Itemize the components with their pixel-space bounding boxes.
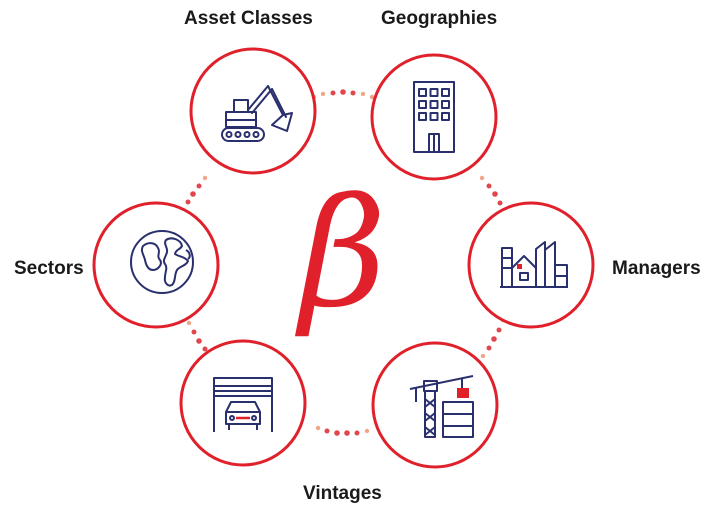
node-vintages <box>371 341 499 469</box>
node-sectors <box>92 201 220 329</box>
garage-car-icon <box>213 377 273 432</box>
office-building-icon <box>413 81 455 153</box>
node-asset-classes <box>189 47 317 175</box>
label-geographies: Geographies <box>381 8 498 29</box>
connector-sectors-asset <box>180 175 208 214</box>
label-managers: Managers <box>612 258 701 279</box>
label-sectors: Sectors <box>14 258 84 279</box>
label-vintages: Vintages <box>303 483 382 504</box>
crane-load-accent <box>457 388 469 398</box>
label-asset-classes: Asset Classes <box>184 8 313 29</box>
globe-icon <box>130 230 194 294</box>
excavator-icon <box>221 85 293 142</box>
factory-icon <box>500 241 568 288</box>
connector-managers-vintages <box>480 317 506 359</box>
node-geographies <box>370 53 498 181</box>
node-managers <box>467 201 595 329</box>
node-garage <box>179 339 307 467</box>
factory-accent <box>517 264 522 269</box>
construction-crane-icon <box>409 375 474 438</box>
connector-vintages-garage <box>315 425 370 436</box>
beta-symbol: β <box>295 167 387 341</box>
connector-asset-geo <box>311 89 375 100</box>
